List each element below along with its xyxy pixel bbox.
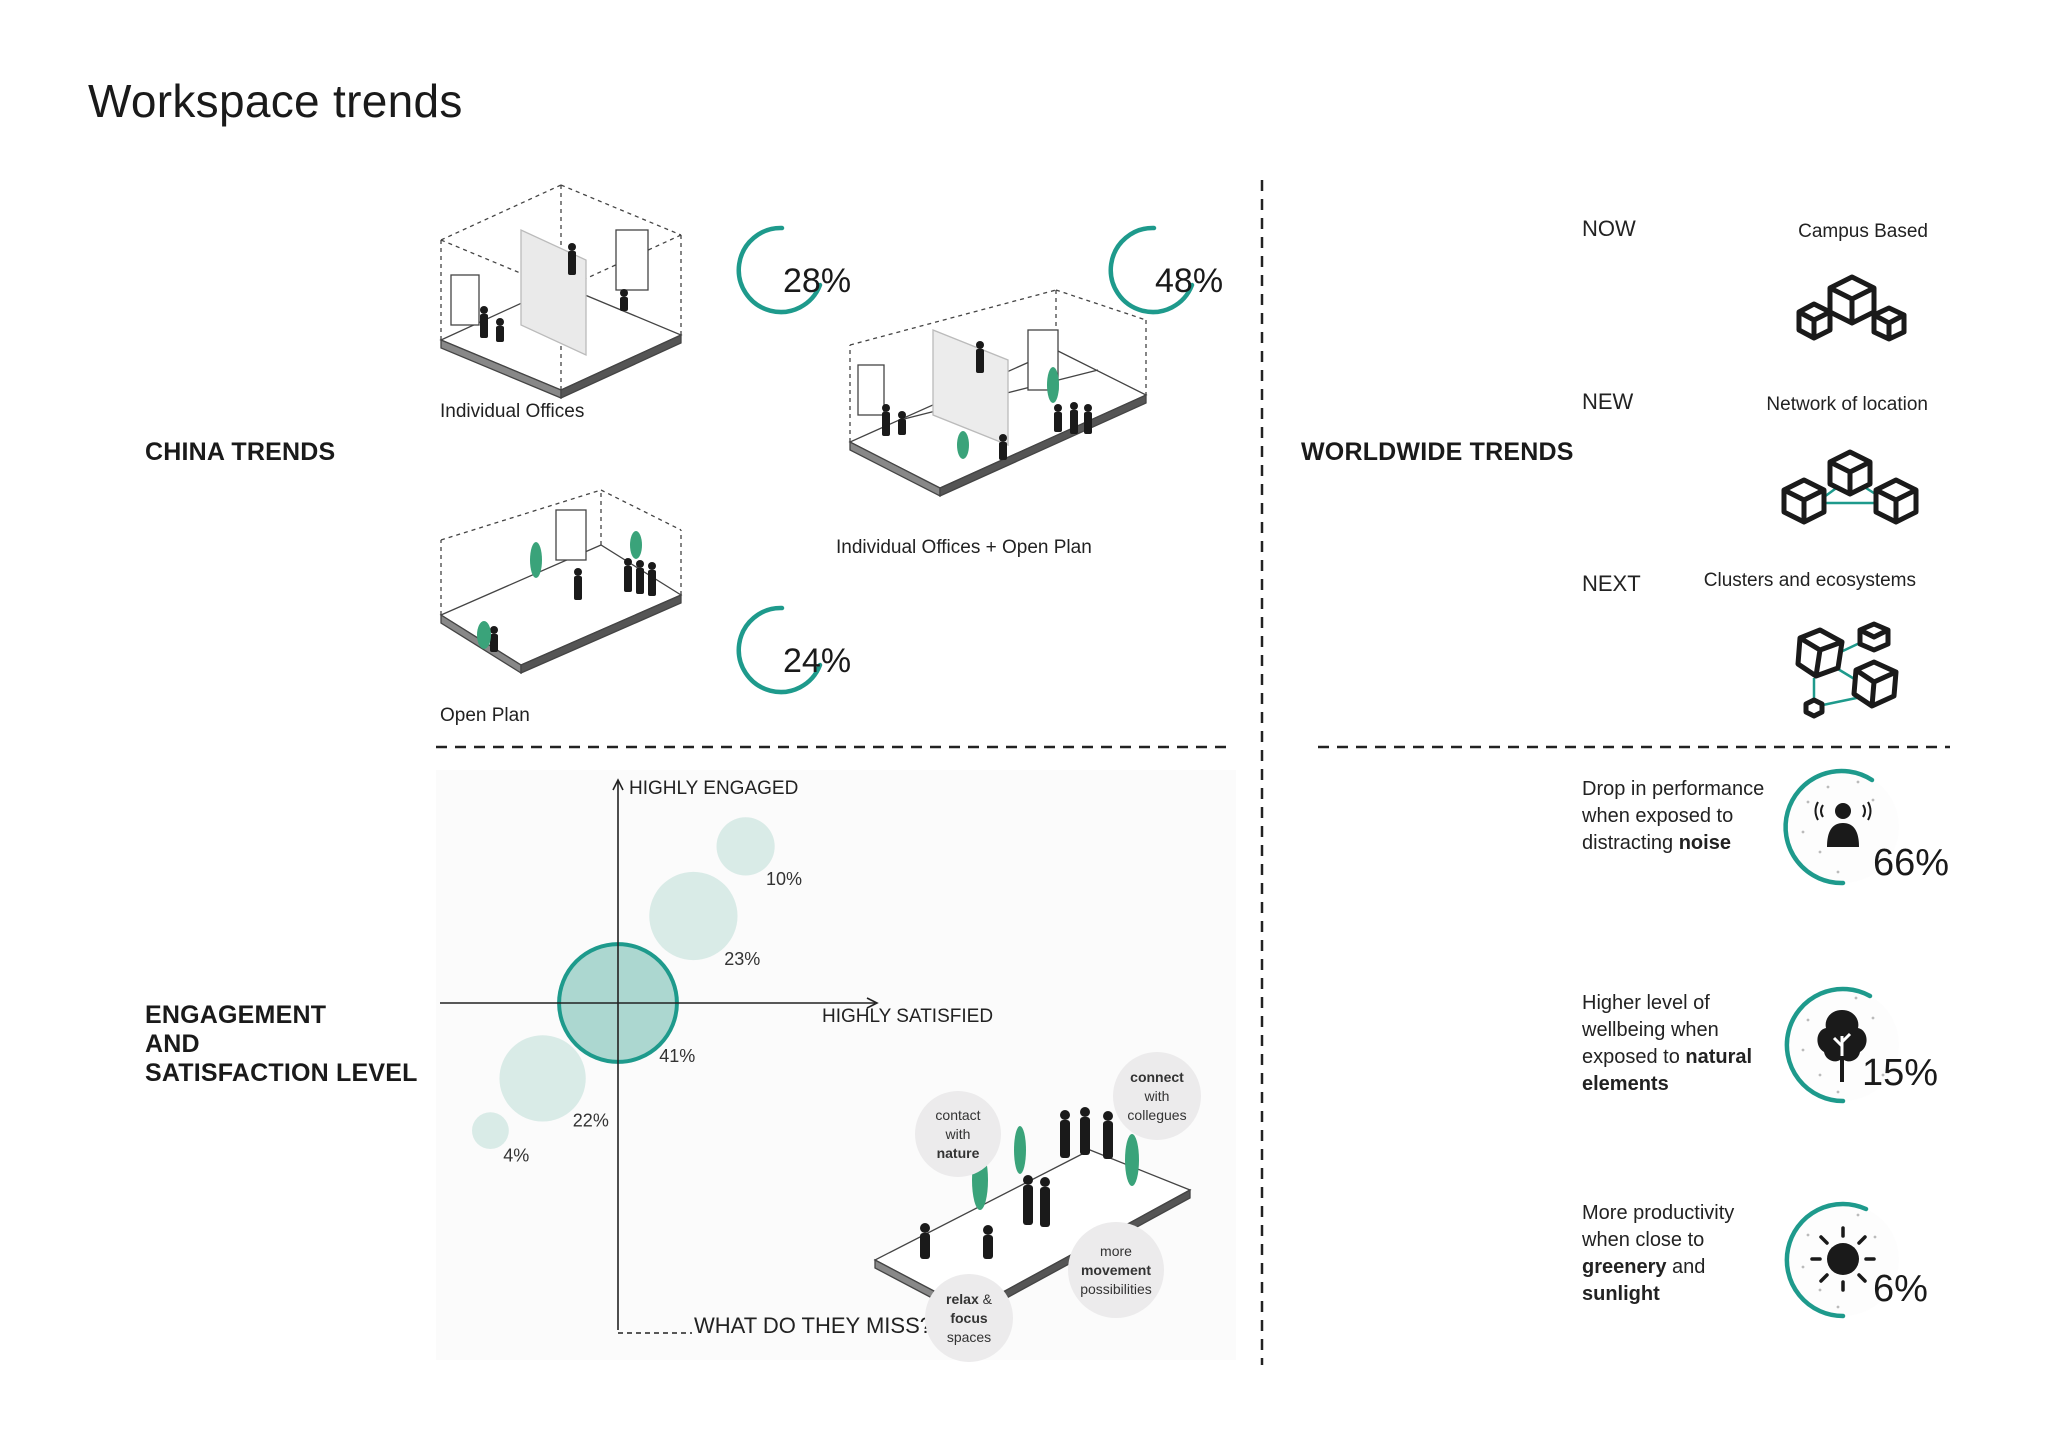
bubble-label-4: 4% xyxy=(503,1145,529,1165)
engagement-bubble-chart: 10% 23% 41% 22% 4% xyxy=(440,778,879,1334)
individual-offices-illustration xyxy=(439,184,683,400)
cluster-cubes-icon xyxy=(1795,621,1899,719)
percent-ring xyxy=(736,225,823,315)
stat-nature-percent: 15% xyxy=(1862,1052,1939,1094)
bubble-0 xyxy=(716,817,775,876)
tier-stage-now: NOW xyxy=(1582,216,1636,241)
tier-label-now: Campus Based xyxy=(1798,221,1928,242)
page-title: Workspace trends xyxy=(88,75,463,127)
bubble-4 xyxy=(472,1112,509,1149)
engagement-heading: ENGAGEMENT AND SATISFACTION LEVEL xyxy=(145,1001,418,1087)
tree-icon xyxy=(1817,1010,1867,1082)
open-plan-label: Open Plan xyxy=(440,705,530,726)
percent-combined-layout: 48% xyxy=(1155,262,1224,300)
x-axis-label: HIGHLY SATISFIED xyxy=(822,1006,994,1027)
x-axis-arrow xyxy=(866,997,879,1009)
combined-layout-label: Individual Offices + Open Plan xyxy=(836,537,1092,558)
combined-layout-illustration xyxy=(848,289,1148,498)
percent-ring xyxy=(736,605,823,695)
campus-cubes-icon xyxy=(1796,274,1907,342)
tier-label-next: Clusters and ecosystems xyxy=(1703,570,1916,591)
percent-ring xyxy=(1108,225,1195,315)
y-axis-label: HIGHLY ENGAGED xyxy=(629,778,799,799)
person-noise-icon xyxy=(1814,801,1872,847)
bubble-label-0: 10% xyxy=(766,869,802,889)
network-cubes-icon xyxy=(1781,449,1919,525)
tier-stage-new: NEW xyxy=(1582,389,1634,414)
bubble-label-1: 23% xyxy=(724,949,760,969)
sun-icon xyxy=(1810,1226,1876,1292)
bubble-1 xyxy=(649,871,738,961)
stat-sunlight-percent: 6% xyxy=(1873,1268,1928,1310)
bubble-label-2: 41% xyxy=(659,1046,695,1066)
tier-stage-next: NEXT xyxy=(1582,571,1641,596)
bubble-3 xyxy=(499,1035,586,1122)
open-plan-illustration xyxy=(439,489,683,675)
percent-open-plan: 24% xyxy=(783,642,852,680)
china-trends-heading: CHINA TRENDS xyxy=(145,438,336,466)
bubble-label-3: 22% xyxy=(573,1111,609,1131)
what-do-they-miss-label: WHAT DO THEY MISS? xyxy=(694,1313,932,1338)
stat-noise-percent: 66% xyxy=(1873,842,1950,884)
y-axis-arrow xyxy=(612,778,624,791)
percent-individual-offices: 28% xyxy=(783,262,852,300)
individual-offices-label: Individual Offices xyxy=(440,401,585,422)
tier-label-new: Network of location xyxy=(1766,394,1928,415)
worldwide-trends-heading: WORLDWIDE TRENDS xyxy=(1301,438,1574,466)
